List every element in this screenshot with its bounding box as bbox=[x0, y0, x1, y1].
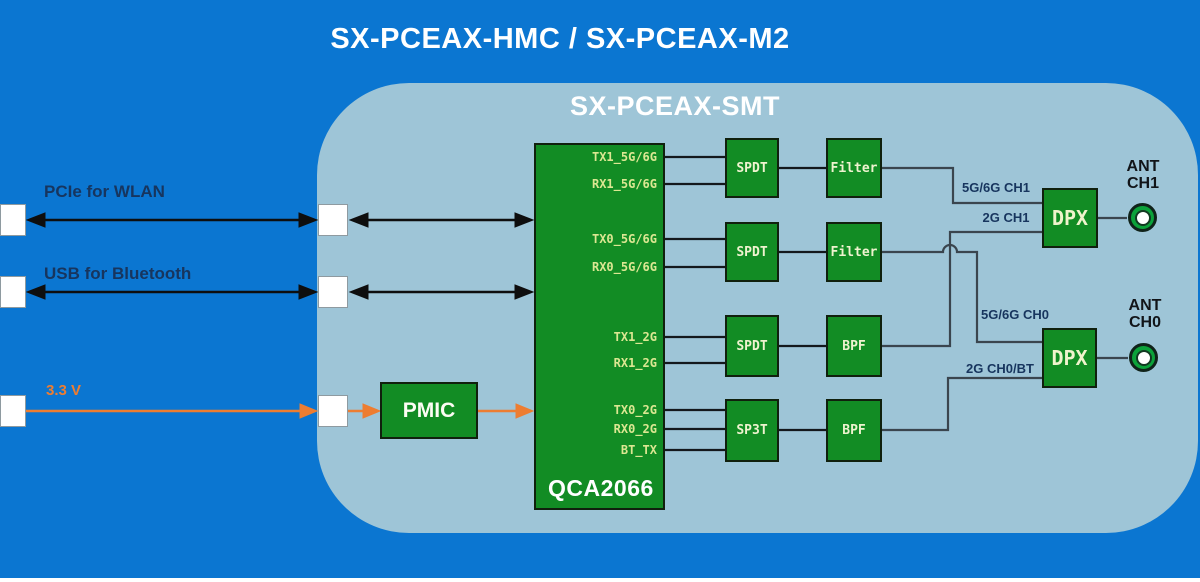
chain3-switch-block: SPDT bbox=[725, 315, 779, 377]
usb-arrow-external bbox=[25, 284, 319, 300]
usb-host-port bbox=[0, 276, 26, 308]
pcie-label: PCIe for WLAN bbox=[44, 182, 165, 201]
ant-ch1-label: ANT CH1 bbox=[1114, 158, 1172, 192]
trace-label-5g6g-ch1: 5G/6G CH1 bbox=[962, 180, 1030, 195]
pin-rx1-2g: RX1_2G bbox=[613, 356, 657, 370]
chain2-filter-label: Filter bbox=[830, 244, 878, 260]
ant-ch1-label-line1: ANT bbox=[1126, 158, 1160, 175]
chain1-filter-block: Filter bbox=[826, 138, 882, 198]
chain2-switch-label: SPDT bbox=[736, 244, 768, 260]
pin-tx1-5g6g: TX1_5G/6G bbox=[591, 150, 657, 164]
ant-ch0-label-line1: ANT bbox=[1128, 297, 1162, 314]
module-title: SX-PCEAX-SMT bbox=[569, 91, 781, 121]
chain4-filter-block: BPF bbox=[826, 399, 882, 462]
pin-rx0-5g6g: RX0_5G/6G bbox=[591, 260, 657, 274]
antenna-ch0-core bbox=[1135, 349, 1152, 366]
pcie-host-port bbox=[0, 204, 26, 236]
usb-module-port bbox=[318, 276, 348, 308]
chain4-filter-label: BPF bbox=[842, 423, 866, 438]
pin-rx0-2g: RX0_2G bbox=[613, 422, 657, 436]
chain2-filter-block: Filter bbox=[826, 222, 882, 282]
pmic-block: PMIC bbox=[380, 382, 478, 439]
bottom-strip bbox=[0, 578, 1200, 582]
pin-tx1-2g: TX1_2G bbox=[613, 330, 657, 344]
dpx-ch0-block: DPX bbox=[1042, 328, 1097, 388]
trace-label-5g6g-ch0: 5G/6G CH0 bbox=[981, 307, 1049, 322]
chain1-switch-block: SPDT bbox=[725, 138, 779, 198]
ant-ch1-label-line2: CH1 bbox=[1126, 175, 1159, 192]
pin-tx0-5g6g: TX0_5G/6G bbox=[591, 232, 657, 246]
pin-rx1-5g6g: RX1_5G/6G bbox=[591, 177, 657, 191]
pcie-arrow-external bbox=[25, 212, 319, 228]
pcie-module-port bbox=[318, 204, 348, 236]
trace-label-2g-ch0-bt: 2G CH0/BT bbox=[966, 361, 1034, 376]
main-title: SX-PCEAX-HMC / SX-PCEAX-M2 bbox=[330, 23, 790, 55]
power-label: 3.3 V bbox=[46, 382, 82, 399]
chain3-filter-label: BPF bbox=[842, 338, 866, 354]
antenna-ch0-icon bbox=[1129, 343, 1158, 372]
qca2066-block: TX1_5G/6G RX1_5G/6G TX0_5G/6G RX0_5G/6G … bbox=[534, 143, 665, 510]
dpx-ch1-block: DPX bbox=[1042, 188, 1098, 248]
pmic-label: PMIC bbox=[402, 398, 456, 422]
trace-label-2g-ch1: 2G CH1 bbox=[982, 210, 1030, 225]
chain3-switch-label: SPDT bbox=[736, 338, 768, 354]
chain4-switch-block: SP3T bbox=[725, 399, 779, 462]
pin-bt-tx: BT_TX bbox=[620, 443, 657, 457]
chain2-switch-block: SPDT bbox=[725, 222, 779, 282]
dpx-ch1-label: DPX bbox=[1051, 206, 1089, 230]
pin-tx0-2g: TX0_2G bbox=[613, 403, 657, 417]
chain3-filter-block: BPF bbox=[826, 315, 882, 377]
power-module-port bbox=[318, 395, 348, 427]
qca2066-label: QCA2066 bbox=[548, 475, 654, 501]
power-host-port bbox=[0, 395, 26, 427]
chain1-filter-label: Filter bbox=[830, 160, 878, 176]
antenna-ch1-icon bbox=[1128, 203, 1157, 232]
ant-ch0-label: ANT CH0 bbox=[1116, 297, 1174, 331]
dpx-ch0-label: DPX bbox=[1051, 346, 1088, 370]
chain1-switch-label: SPDT bbox=[736, 160, 768, 176]
usb-label: USB for Bluetooth bbox=[44, 264, 192, 283]
ant-ch0-label-line2: CH0 bbox=[1128, 314, 1161, 331]
chain4-switch-label: SP3T bbox=[736, 423, 768, 438]
antenna-ch1-core bbox=[1134, 209, 1151, 226]
